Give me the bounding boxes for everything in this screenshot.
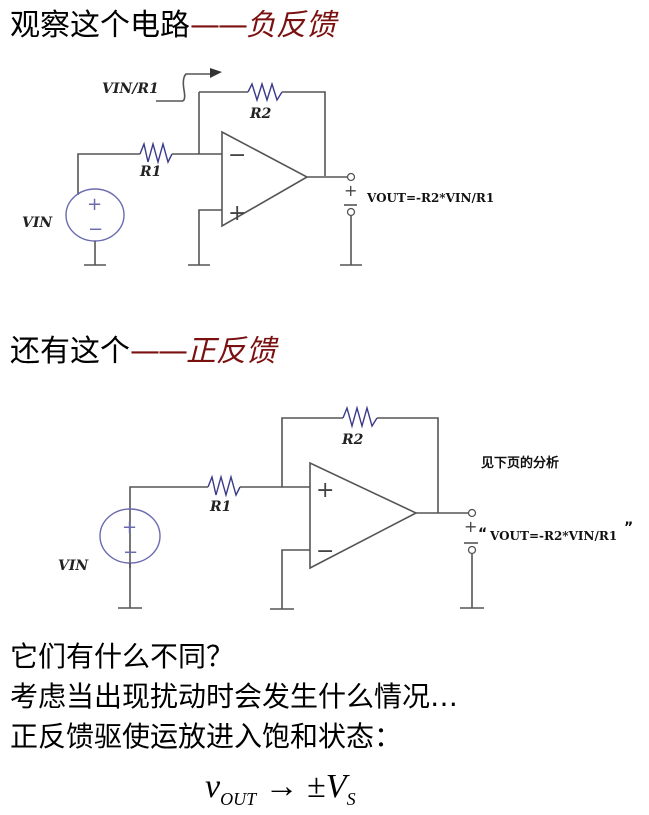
- input-wire: [77, 153, 140, 195]
- heading-prefix: 还有这个: [10, 334, 130, 369]
- resistor-r1: [207, 474, 241, 498]
- r1-label: R1: [139, 164, 161, 180]
- input-wire: [129, 486, 208, 568]
- heading-dash: ——: [190, 8, 248, 43]
- heading-prefix: 观察这个电路: [10, 8, 190, 43]
- output-terminal-bottom: [467, 545, 477, 555]
- noninverting-input-sign: +: [228, 201, 246, 226]
- feedback-wire-right: [282, 91, 326, 176]
- heading-accent: 正反馈: [186, 334, 276, 369]
- r1-label: R1: [209, 499, 231, 515]
- formula-sub: OUT: [220, 789, 257, 809]
- output-plus-sign: +: [464, 517, 477, 536]
- output-terminal-top: [346, 172, 356, 182]
- question-line: 它们有什么不同？: [10, 640, 235, 673]
- source-label: VIN: [22, 215, 53, 231]
- source-minus-sign: −: [88, 219, 103, 240]
- quote-open-mark: “: [478, 526, 487, 542]
- negative-feedback-circuit: VIN/R1 R2 R1 − + + VOUT=-R2*VIN/R1 + − V…: [22, 68, 494, 266]
- feedback-wire-left: [281, 417, 343, 487]
- saturation-line: 正反馈驱使运放进入饱和状态：: [10, 720, 403, 753]
- bottom-input-ground-wire: [281, 549, 310, 609]
- resistor-r1: [139, 141, 173, 165]
- current-arrow-head: [210, 68, 222, 78]
- output-formula: VOUT=-R2*VIN/R1: [366, 191, 494, 205]
- heading-negative-feedback: 观察这个电路——负反馈: [10, 8, 336, 44]
- top-input-sign: +: [316, 478, 334, 503]
- r2-label: R2: [249, 106, 272, 122]
- analysis-note: 见下页的分析: [481, 455, 559, 471]
- formula-rhs-var: V: [325, 768, 347, 805]
- output-terminal-bottom: [346, 207, 356, 217]
- r2-label: R2: [341, 432, 364, 448]
- source-plus-sign: +: [87, 194, 102, 215]
- formula-rhs-sub: S: [346, 789, 356, 809]
- current-arrow-line: [156, 73, 210, 102]
- heading-accent: 负反馈: [246, 8, 336, 43]
- op-amp-triangle: [309, 461, 418, 570]
- output-formula: VOUT=-R2*VIN/R1: [489, 529, 617, 543]
- inverting-input-sign: −: [228, 143, 246, 168]
- source-label: VIN: [58, 558, 89, 574]
- current-label: VIN/R1: [102, 81, 159, 97]
- op-amp-triangle: [221, 130, 309, 228]
- heading-positive-feedback: 还有这个——正反馈: [10, 334, 276, 370]
- formula-var: v: [205, 768, 221, 805]
- bottom-input-sign: −: [316, 539, 334, 564]
- formula-arrow: →: [264, 768, 299, 805]
- feedback-wire-right: [377, 417, 439, 513]
- output-plus-sign: +: [344, 181, 357, 200]
- heading-dash: ——: [130, 334, 188, 369]
- disturbance-line: 考虑当出现扰动时会发生什么情况…: [10, 680, 459, 713]
- output-terminal-top: [467, 508, 477, 518]
- source-plus-sign: +: [122, 517, 137, 538]
- resistor-r2: [247, 81, 283, 103]
- saturation-formula: vOUT → ±VS: [205, 768, 356, 810]
- resistor-r2: [342, 405, 378, 429]
- source-minus-sign: −: [123, 542, 138, 563]
- quote-close-mark: ”: [624, 520, 633, 536]
- noninverting-ground-wire: [198, 209, 222, 265]
- positive-feedback-circuit: R2 R1 + − + “ VOUT=-R2*VIN/R1 ” 见下页的分析 +…: [58, 405, 633, 610]
- formula-pm: ±: [307, 768, 326, 805]
